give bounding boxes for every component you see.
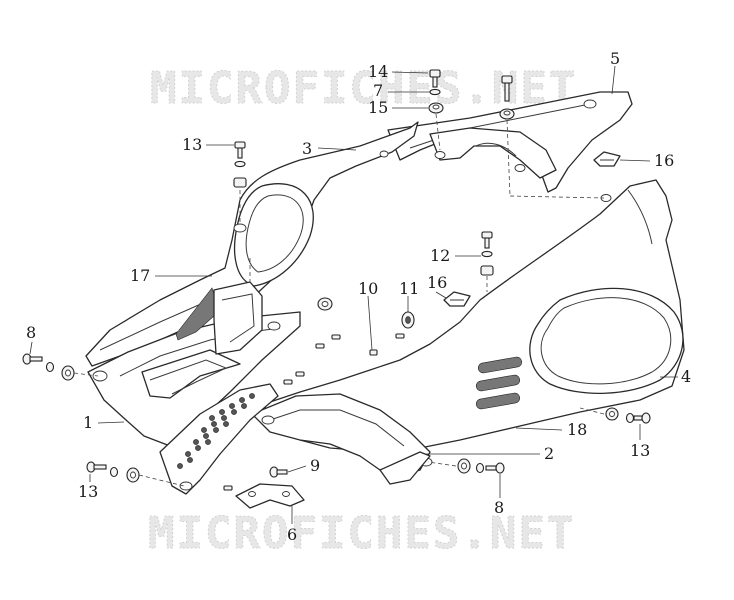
nut-icon bbox=[126, 467, 140, 483]
callout-13-bottom: 13 bbox=[78, 482, 98, 501]
washer-icon bbox=[429, 88, 441, 96]
watermark-top: MICROFICHES.NET bbox=[150, 63, 577, 114]
callout-8-left: 8 bbox=[26, 323, 36, 342]
callout-4: 4 bbox=[681, 367, 691, 386]
callout-labels: 14 7 15 5 13 3 16 12 17 10 11 16 8 4 1 1… bbox=[26, 49, 691, 544]
bolt-icon bbox=[86, 461, 107, 473]
bracket-part bbox=[235, 483, 305, 509]
bolt-icon bbox=[369, 349, 378, 356]
bolt-icon bbox=[223, 485, 233, 491]
bolt-icon bbox=[269, 466, 288, 478]
nut-icon bbox=[233, 177, 247, 188]
callout-10: 10 bbox=[358, 279, 378, 298]
bolt-icon bbox=[395, 333, 405, 339]
callout-6: 6 bbox=[287, 525, 297, 544]
callout-13-top: 13 bbox=[182, 135, 202, 154]
nut-icon bbox=[605, 407, 619, 421]
grommet-icon bbox=[499, 108, 515, 120]
bolt-icon bbox=[295, 371, 305, 377]
right-side-cover-part bbox=[263, 179, 685, 453]
bolt-icon bbox=[481, 231, 493, 249]
grommet-icon bbox=[401, 311, 415, 329]
washer-icon bbox=[234, 160, 246, 168]
washer-icon bbox=[481, 250, 493, 258]
lower-right-panel-part bbox=[251, 393, 433, 485]
bolt-icon bbox=[429, 69, 441, 88]
washer-icon bbox=[625, 412, 635, 424]
callout-15: 15 bbox=[368, 98, 388, 117]
rear-fender-part bbox=[387, 91, 633, 193]
grommet-icon bbox=[428, 102, 444, 114]
left-footrest-panel-part bbox=[87, 311, 301, 495]
bolt-icon bbox=[315, 343, 325, 349]
leader-lines bbox=[29, 65, 678, 524]
callout-17: 17 bbox=[130, 266, 150, 285]
callout-13-right: 13 bbox=[630, 441, 650, 460]
bolt-icon bbox=[22, 353, 43, 365]
left-side-cover-part bbox=[85, 121, 419, 367]
footboard-holes bbox=[177, 393, 255, 469]
dashed-guides bbox=[73, 113, 605, 487]
bolt-icon bbox=[234, 141, 246, 159]
callout-12: 12 bbox=[430, 246, 450, 265]
bolt-icon bbox=[501, 75, 513, 102]
bolt-icon bbox=[633, 412, 651, 424]
callout-16-mid: 16 bbox=[427, 273, 447, 292]
nut-icon bbox=[317, 297, 333, 311]
bolt-icon bbox=[283, 379, 293, 385]
callout-8-bottom: 8 bbox=[494, 498, 504, 517]
nut-icon bbox=[480, 265, 494, 276]
callout-2: 2 bbox=[544, 444, 554, 463]
callout-5: 5 bbox=[610, 49, 620, 68]
clip-icon bbox=[593, 151, 621, 167]
callout-11: 11 bbox=[399, 279, 419, 298]
callout-9: 9 bbox=[310, 456, 320, 475]
clip-icon bbox=[443, 291, 471, 307]
washer-icon bbox=[45, 361, 55, 373]
bolt-icon bbox=[331, 334, 341, 340]
nut-icon bbox=[457, 458, 471, 474]
callout-1: 1 bbox=[83, 413, 93, 432]
callout-14: 14 bbox=[368, 62, 388, 81]
callout-16-right: 16 bbox=[654, 151, 674, 170]
callout-7: 7 bbox=[373, 81, 383, 100]
washer-icon bbox=[475, 462, 485, 474]
left-grille-part bbox=[175, 281, 263, 355]
bolt-icon bbox=[485, 462, 505, 474]
callout-3: 3 bbox=[302, 139, 312, 158]
callout-18: 18 bbox=[567, 420, 587, 439]
washer-icon bbox=[109, 466, 119, 478]
watermark-bottom: MICROFICHES.NET bbox=[148, 508, 575, 559]
nut-icon bbox=[61, 365, 75, 381]
